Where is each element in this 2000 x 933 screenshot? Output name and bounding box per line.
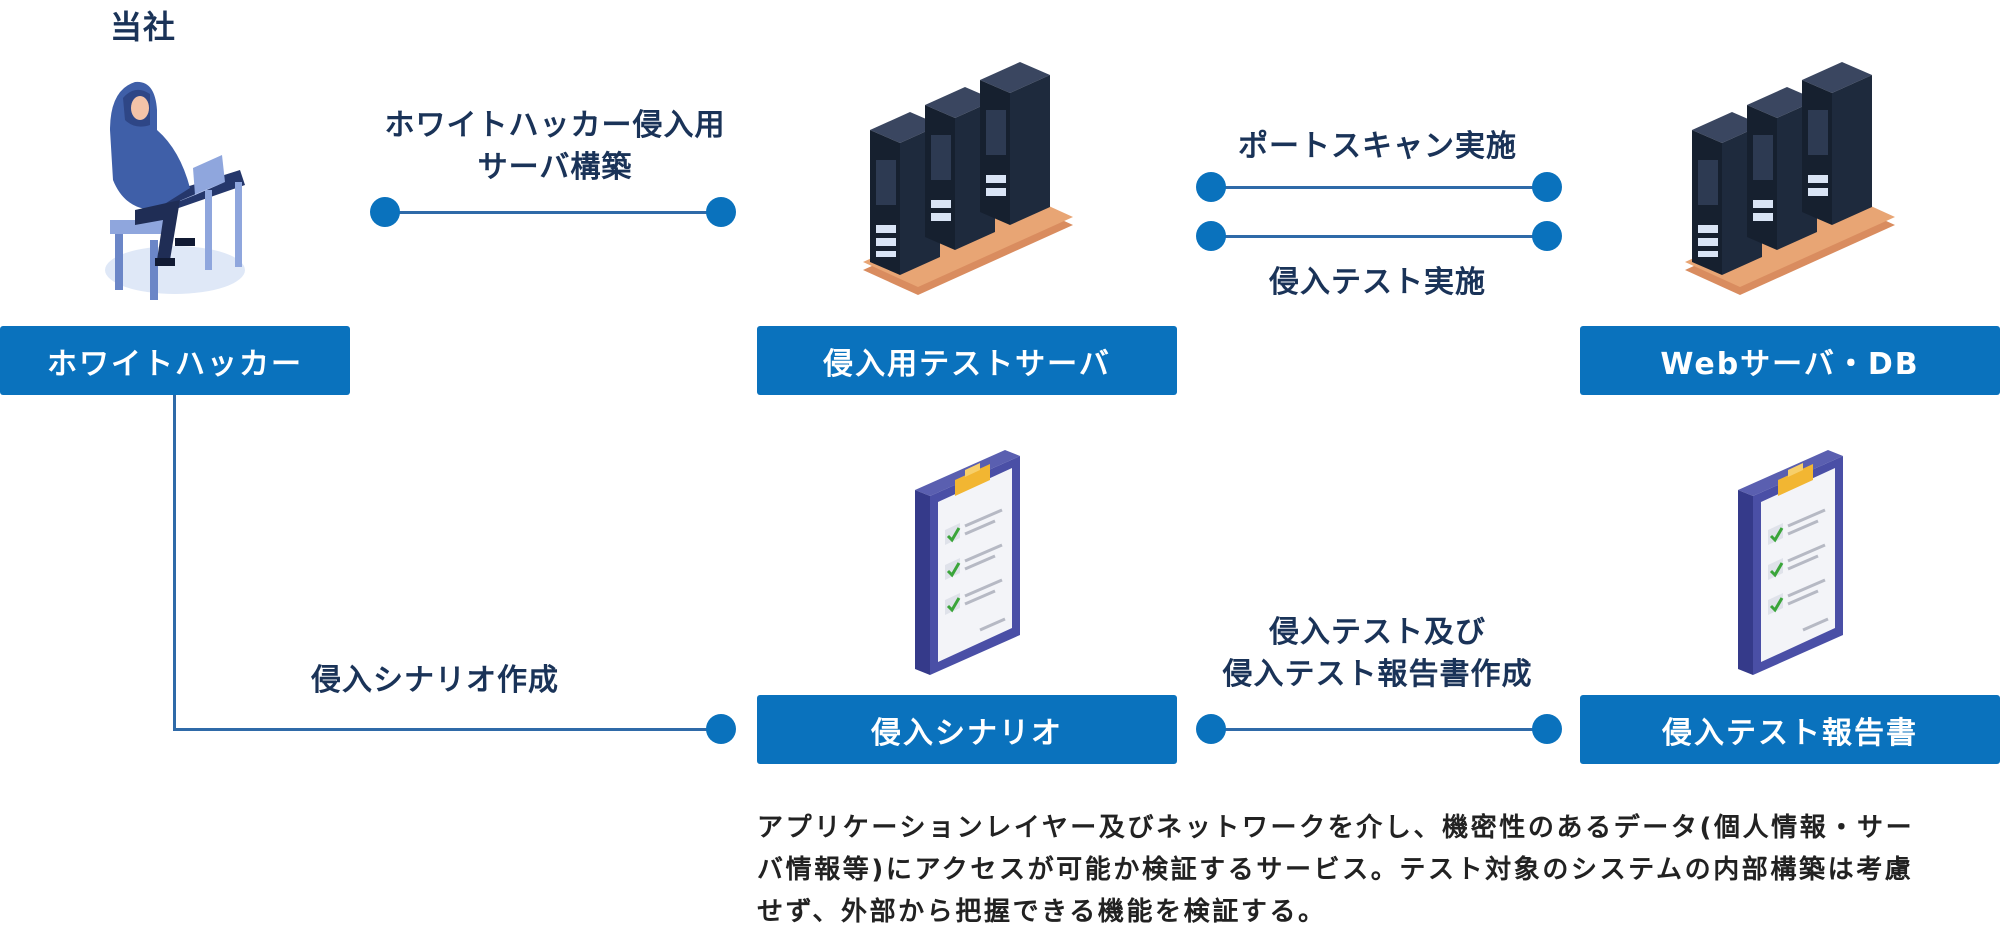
build-server-end-dot <box>706 197 736 227</box>
build-server-label-line2: サーバ構築 <box>477 150 633 185</box>
white-hacker-box: ホワイトハッカー <box>0 326 350 395</box>
scenario-creation-label: 侵入シナリオ作成 <box>311 663 559 698</box>
intrusion-test-end-dot <box>1532 221 1562 251</box>
test-report-label-line2: 侵入テスト報告書作成 <box>1222 657 1533 692</box>
web-server-illustration <box>1685 62 1895 295</box>
intrusion-test-label: 侵入テスト実施 <box>1269 265 1486 300</box>
port-scan-end-dot <box>1532 172 1562 202</box>
scenario-clipboard-illustration <box>915 450 1020 675</box>
port-scan-connector <box>1211 186 1547 189</box>
test-server-illustration <box>863 62 1073 295</box>
build-server-connector <box>385 211 721 214</box>
scenario-box: 侵入シナリオ <box>757 695 1177 764</box>
build-server-label-line1: ホワイトハッカー侵入用 <box>384 108 726 143</box>
service-description: アプリケーションレイヤー及びネットワークを介し、機密性のあるデータ(個人情報・サ… <box>757 807 1982 933</box>
scenario-vertical-connector <box>173 395 176 731</box>
test-report-end-dot <box>1532 714 1562 744</box>
port-scan-start-dot <box>1196 172 1226 202</box>
test-report-label-line1: 侵入テスト及び <box>1269 615 1486 650</box>
description-line-2: バ情報等)にアクセスが可能か検証するサービス。テスト対象のシステムの内部構築は考… <box>757 855 1914 885</box>
company-label: 当社 <box>110 8 177 46</box>
build-server-start-dot <box>370 197 400 227</box>
test-report-start-dot <box>1196 714 1226 744</box>
test-server-box: 侵入用テストサーバ <box>757 326 1177 395</box>
intrusion-test-start-dot <box>1196 221 1226 251</box>
test-report-connector <box>1211 728 1547 731</box>
scenario-end-dot <box>706 714 736 744</box>
port-scan-label: ポートスキャン実施 <box>1238 129 1517 164</box>
web-server-box: Webサーバ・DB <box>1580 326 2000 395</box>
report-clipboard-illustration <box>1738 450 1843 675</box>
hacker-illustration <box>105 81 245 300</box>
description-line-3: せず、外部から把握できる機能を検証する。 <box>757 897 1327 927</box>
intrusion-test-connector <box>1211 235 1547 238</box>
description-line-1: アプリケーションレイヤー及びネットワークを介し、機密性のあるデータ(個人情報・サ… <box>757 813 1915 843</box>
report-box: 侵入テスト報告書 <box>1580 695 2000 764</box>
scenario-horizontal-connector <box>173 728 721 731</box>
